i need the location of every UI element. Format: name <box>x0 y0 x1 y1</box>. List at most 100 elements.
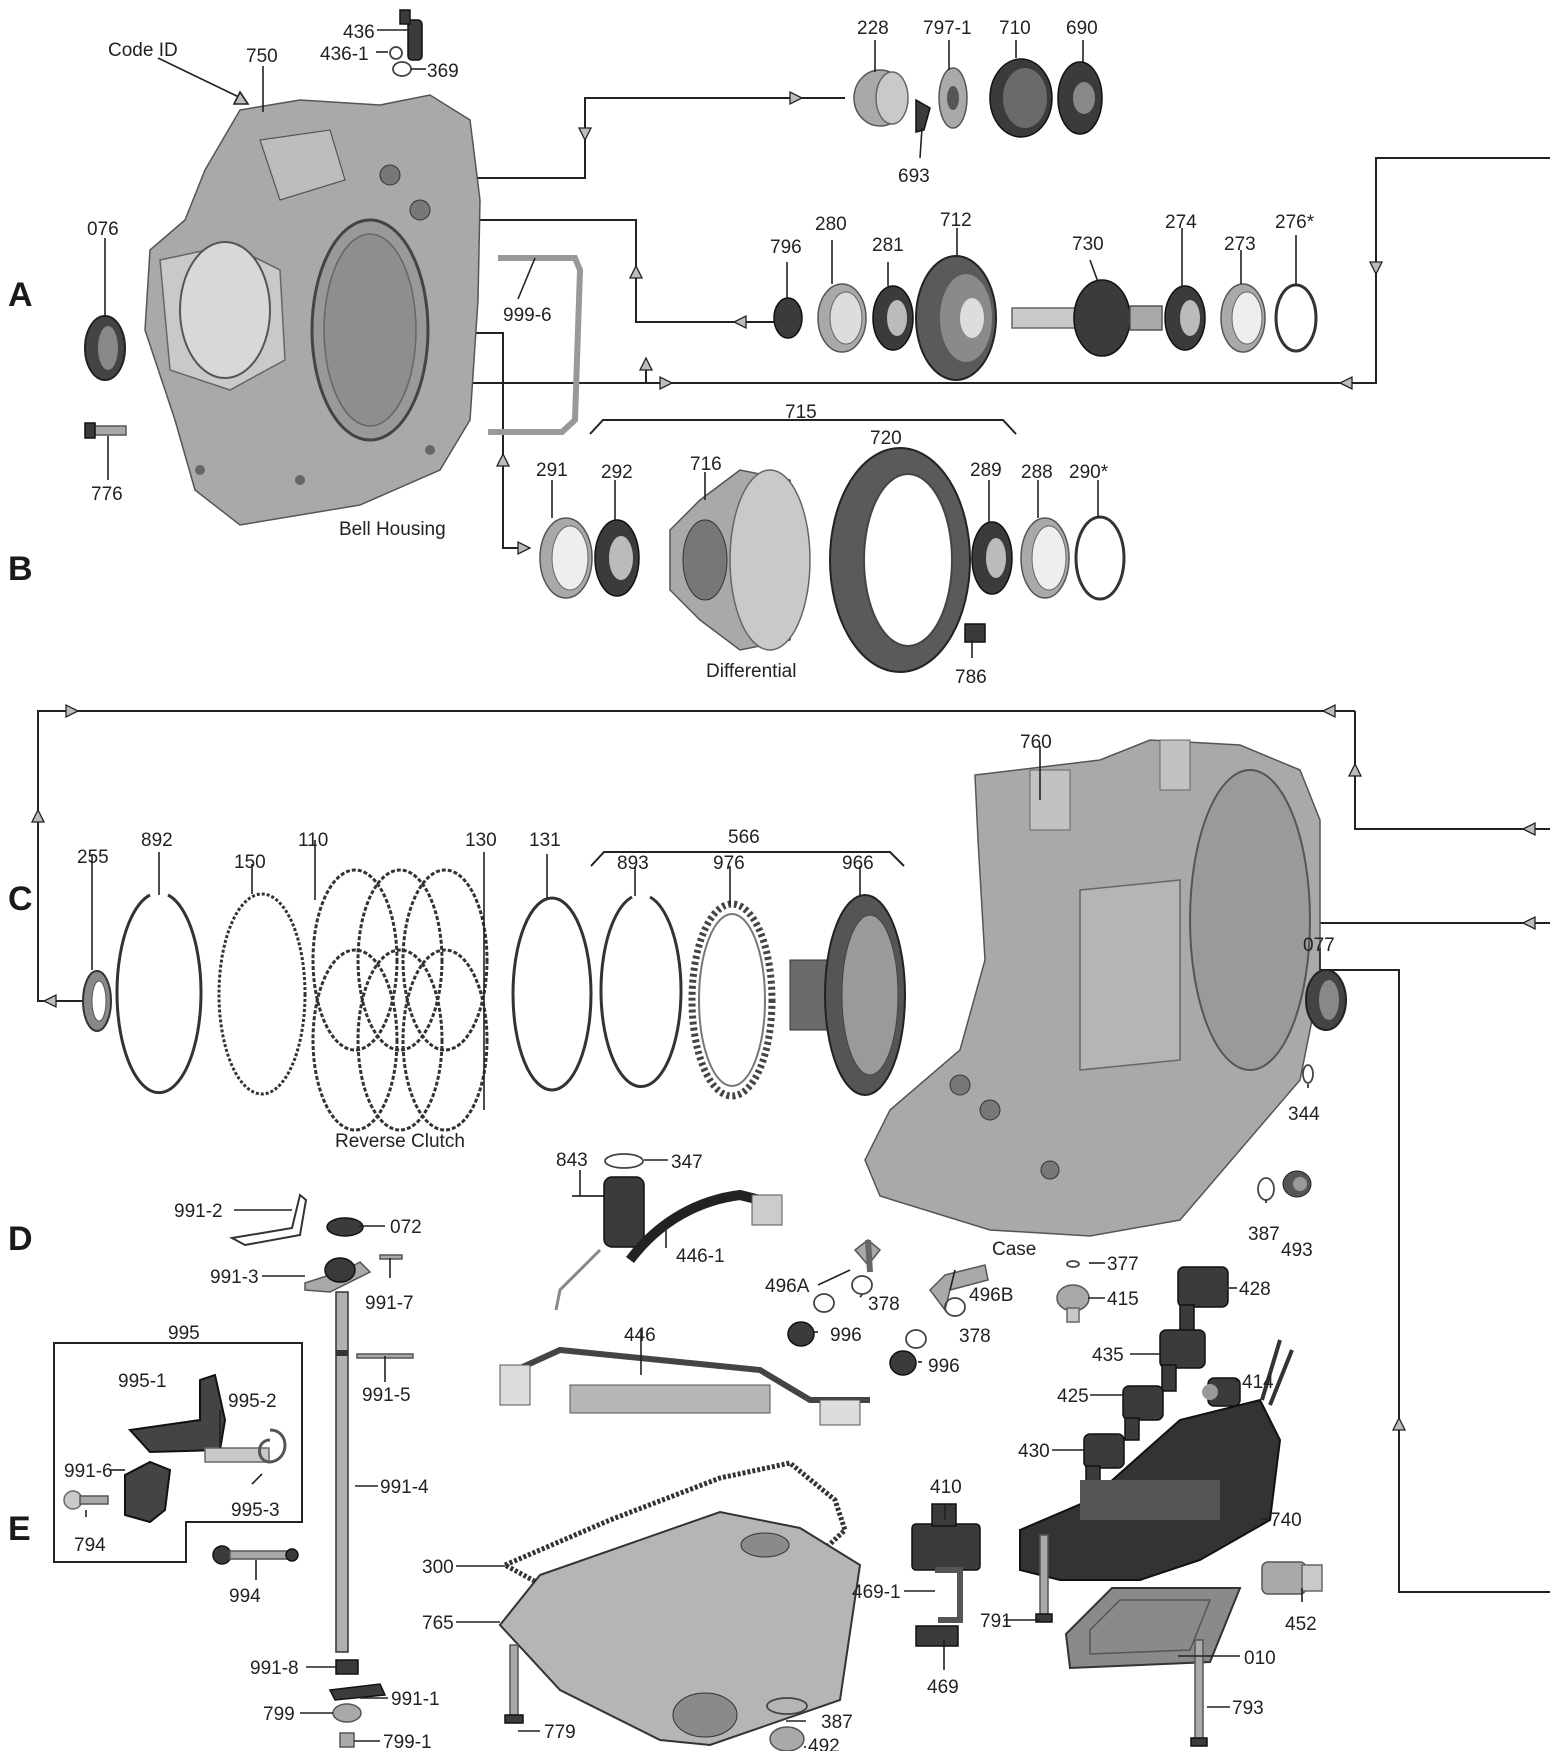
label-991-5: 991-5 <box>362 1385 411 1406</box>
label-131: 131 <box>529 830 561 851</box>
part-291-race <box>540 518 592 598</box>
label-292: 292 <box>601 462 633 483</box>
part-776-bolt <box>85 423 126 438</box>
part-387-oring <box>1258 1178 1274 1200</box>
label-712: 712 <box>940 210 972 231</box>
label-369: 369 <box>427 61 459 82</box>
case-760-part <box>865 740 1320 1236</box>
label-076: 076 <box>87 219 119 240</box>
label-276: 276* <box>1275 212 1315 233</box>
part-076-seal <box>85 316 125 380</box>
part-276-shim <box>1276 285 1316 351</box>
part-796-seal <box>774 298 802 338</box>
label-991-2: 991-2 <box>174 1201 223 1222</box>
label-469-1: 469-1 <box>852 1582 901 1603</box>
label-994: 994 <box>229 1586 261 1607</box>
part-730-shaft <box>1012 280 1162 356</box>
label-430: 430 <box>1018 1441 1050 1462</box>
part-720-ring-gear <box>830 448 970 672</box>
part-765-pan <box>500 1512 860 1745</box>
part-786-bolt <box>965 624 985 642</box>
label-289: 289 <box>970 460 1002 481</box>
label-378-a: 378 <box>868 1294 900 1315</box>
bell-housing-part <box>145 95 480 525</box>
part-991-7-pin <box>380 1255 402 1259</box>
part-693-pawl <box>916 100 930 132</box>
part-779-bolt <box>505 1645 523 1723</box>
label-496b: 496B <box>969 1285 1013 1306</box>
caption-code-id: Code ID <box>108 40 178 61</box>
label-288: 288 <box>1021 462 1053 483</box>
label-716: 716 <box>690 454 722 475</box>
part-347-oring <box>605 1154 643 1168</box>
part-976-one-way-clutch <box>692 904 772 1096</box>
label-710: 710 <box>999 18 1031 39</box>
part-712-gear <box>916 256 996 380</box>
part-496a-sensor <box>855 1240 880 1272</box>
label-794: 794 <box>74 1535 106 1556</box>
label-077: 077 <box>1303 935 1335 956</box>
label-996-a: 996 <box>830 1325 862 1346</box>
label-991-3: 991-3 <box>210 1267 259 1288</box>
part-072-seal <box>327 1218 363 1236</box>
part-414-sensor <box>1202 1378 1240 1406</box>
label-255: 255 <box>77 847 109 868</box>
label-344: 344 <box>1288 1104 1320 1125</box>
part-428-solenoid <box>1178 1267 1228 1331</box>
part-077-seal <box>1306 970 1346 1030</box>
part-493-plug <box>1283 1171 1311 1197</box>
part-436-1-washer <box>390 47 402 59</box>
label-991-1: 991-1 <box>391 1689 440 1710</box>
part-131-plate <box>513 898 591 1090</box>
label-281: 281 <box>872 235 904 256</box>
label-492: 492 <box>808 1736 840 1751</box>
part-892-snap-ring <box>117 895 201 1093</box>
part-378-oring-a <box>852 1276 872 1294</box>
label-273: 273 <box>1224 234 1256 255</box>
label-428: 428 <box>1239 1279 1271 1300</box>
part-255-washer <box>83 971 111 1031</box>
label-995: 995 <box>168 1323 200 1344</box>
part-996-plug-b <box>890 1351 916 1375</box>
part-273-race <box>1221 284 1265 352</box>
caption-differential: Differential <box>706 661 796 682</box>
part-150-plate <box>219 894 305 1094</box>
part-292-bearing <box>595 520 639 596</box>
label-799: 799 <box>263 1704 295 1725</box>
part-344-oring <box>1303 1065 1313 1083</box>
part-452-solenoid <box>1262 1562 1322 1594</box>
part-999-6-pipe <box>488 258 580 432</box>
part-446-harness <box>500 1350 870 1425</box>
part-425-solenoid <box>1123 1386 1163 1440</box>
label-414: 414 <box>1242 1372 1274 1393</box>
label-793: 793 <box>1232 1698 1264 1719</box>
label-693: 693 <box>898 166 930 187</box>
label-991-8: 991-8 <box>250 1658 299 1679</box>
label-776: 776 <box>91 484 123 505</box>
part-377-oring <box>1067 1261 1079 1267</box>
part-794-bolt <box>64 1491 108 1509</box>
label-436: 436 <box>343 22 375 43</box>
label-991-7: 991-7 <box>365 1293 414 1314</box>
part-378-oring-b2 <box>906 1330 926 1348</box>
label-228: 228 <box>857 18 889 39</box>
label-843: 843 <box>556 1150 588 1171</box>
label-991-4: 991-4 <box>380 1477 429 1498</box>
label-110: 110 <box>298 830 328 851</box>
label-779: 779 <box>544 1722 576 1743</box>
label-976: 976 <box>713 853 745 874</box>
label-387: 387 <box>1248 1224 1280 1245</box>
part-799-1-nut <box>340 1733 354 1747</box>
label-415: 415 <box>1107 1289 1139 1310</box>
label-760: 760 <box>1020 732 1052 753</box>
label-378-b: 378 <box>959 1326 991 1347</box>
label-995-3: 995-3 <box>231 1500 280 1521</box>
label-791: 791 <box>980 1611 1012 1632</box>
caption-bell-housing: Bell Housing <box>339 519 446 540</box>
label-452: 452 <box>1285 1614 1317 1635</box>
label-765: 765 <box>422 1613 454 1634</box>
label-799-1: 799-1 <box>383 1732 432 1751</box>
label-436-1: 436-1 <box>320 44 369 65</box>
part-288-race <box>1021 518 1069 598</box>
part-281-bearing <box>873 286 913 350</box>
